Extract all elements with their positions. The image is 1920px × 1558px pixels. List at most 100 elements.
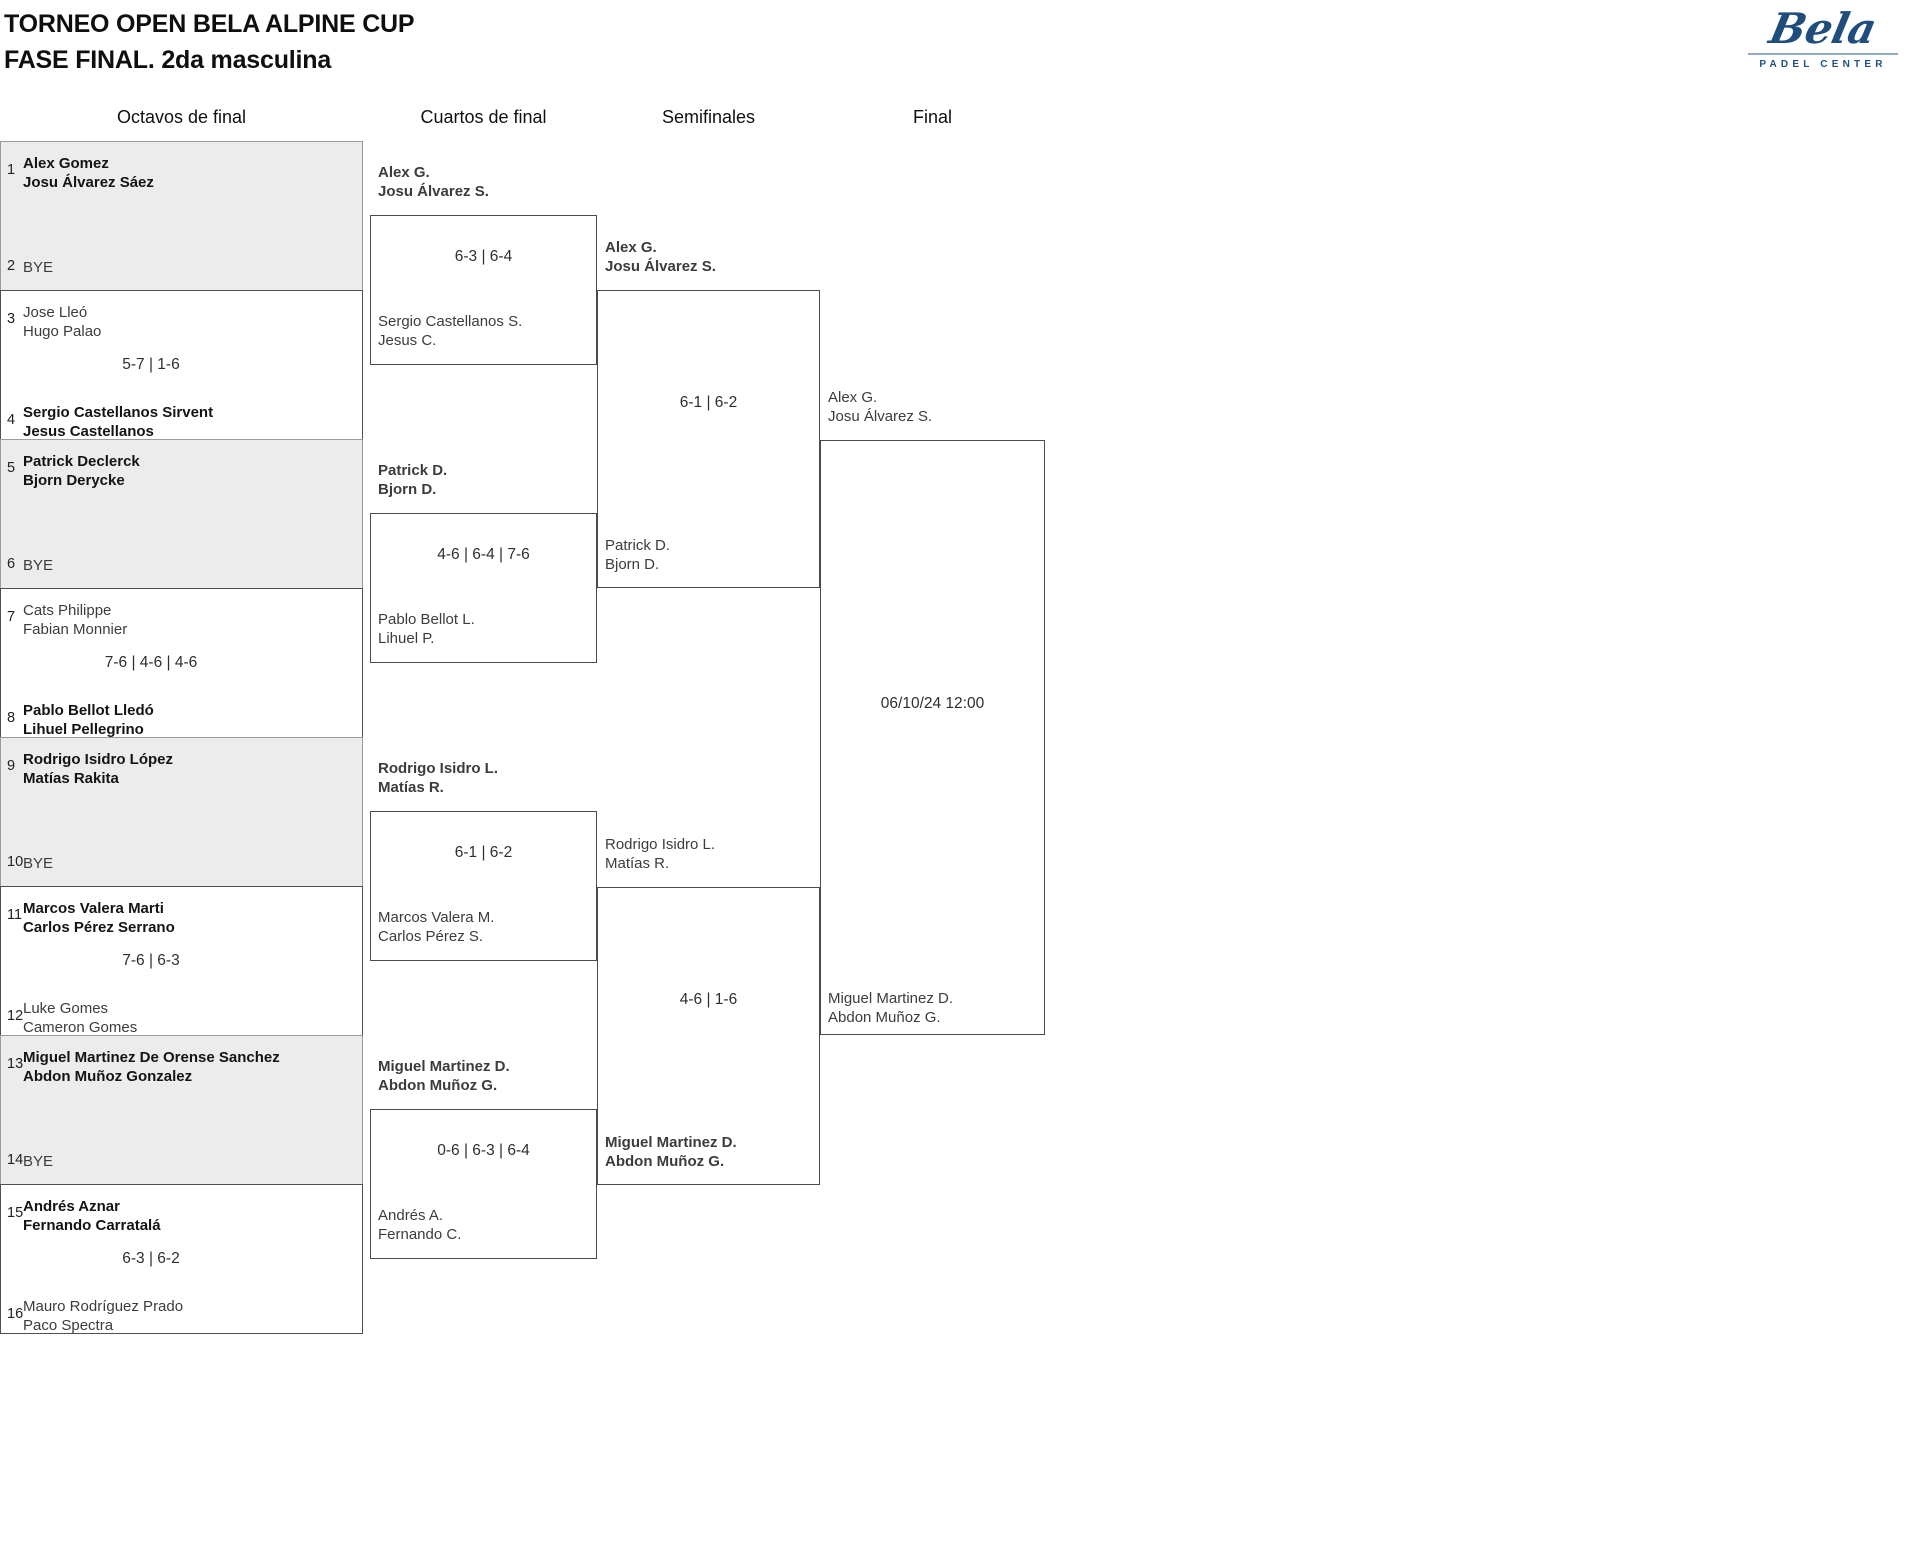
player-name: Bjorn D. [605, 556, 660, 573]
player-name: Abdon Muñoz Gonzalez [23, 1068, 193, 1085]
match-octavos-5: 9 Rodrigo Isidro López Matías Rakita 10 … [0, 737, 363, 887]
player-name: Bjorn D. [378, 481, 437, 498]
player-name: Jesus C. [378, 332, 437, 349]
round-header-cuartos: Cuartos de final [420, 107, 547, 127]
player-name: Fabian Monnier [23, 621, 128, 638]
seed-number: 16 [7, 1306, 24, 1322]
player-name: Alex G. [605, 239, 657, 256]
participant-pair: Alex G. Josu Álvarez S. [605, 238, 716, 276]
match-octavos-4: 7 Cats Philippe Fabian Monnier 7-6 | 4-6… [0, 588, 363, 738]
match-score: 7-6 | 4-6 | 4-6 [104, 654, 198, 671]
player-name: Lihuel P. [378, 630, 435, 647]
match-semifinal-1: Alex G. Josu Álvarez S. 6-1 | 6-2 Patric… [597, 239, 820, 588]
seed-number: 10 [7, 854, 24, 870]
match-final: Alex G. Josu Álvarez S. 06/10/24 12:00 M… [820, 389, 1045, 1035]
participant-pair: Pablo Bellot L. Lihuel P. [378, 610, 475, 648]
participant-pair: Miguel Martinez D. Abdon Muñoz G. [378, 1057, 510, 1095]
participant-pair: Jose Lleó Hugo Palao [23, 303, 101, 341]
match-score: 4-6 | 1-6 [679, 991, 738, 1008]
player-name: Mauro Rodríguez Prado [23, 1298, 184, 1315]
match-cuartos-4: Miguel Martinez D. Abdon Muñoz G. 0-6 | … [370, 1058, 597, 1259]
player-name: Luke Gomes [23, 1000, 109, 1017]
seed-number: 1 [7, 162, 16, 178]
participant-pair: Cats Philippe Fabian Monnier [23, 601, 127, 639]
seed-number: 3 [7, 311, 16, 327]
seed-number: 13 [7, 1056, 24, 1072]
participant-pair: Patrick D. Bjorn D. [378, 461, 447, 499]
match-score: 0-6 | 6-3 | 6-4 [437, 1142, 530, 1159]
participant-pair: Marcos Valera Marti Carlos Pérez Serrano [23, 899, 175, 937]
match-cuartos-3: Rodrigo Isidro L. Matías R. 6-1 | 6-2 Ma… [370, 760, 597, 961]
player-name: Pablo Bellot Lledó [23, 702, 154, 719]
player-name: Miguel Martinez De Orense Sanchez [23, 1049, 280, 1066]
player-name: Fernando C. [378, 1226, 462, 1243]
player-name: Josu Álvarez S. [605, 258, 716, 275]
seed-number: 4 [7, 412, 16, 428]
match-octavos-1: 1 Alex Gomez Josu Álvarez Sáez 2 BYE [0, 141, 363, 291]
player-name: Josu Álvarez S. [378, 183, 489, 200]
match-cuartos-1: Alex G. Josu Álvarez S. 6-3 | 6-4 Sergio… [370, 164, 597, 365]
player-name: Alex Gomez [23, 155, 109, 172]
seed-number: 8 [7, 710, 16, 726]
player-name: Rodrigo Isidro L. [605, 836, 716, 853]
match-octavos-7: 13 Miguel Martinez De Orense Sanchez Abd… [0, 1035, 363, 1185]
bye-label: BYE [23, 855, 54, 872]
player-name: Patrick D. [605, 537, 671, 554]
seed-number: 5 [7, 460, 16, 476]
player-name: Lihuel Pellegrino [23, 721, 144, 738]
bye-label: BYE [23, 259, 54, 276]
participant-pair: Alex G. Josu Álvarez S. [378, 163, 489, 201]
participant-pair: Alex G. Josu Álvarez S. [828, 388, 932, 426]
match-score: 4-6 | 6-4 | 7-6 [437, 546, 530, 563]
player-name: Abdon Muñoz G. [828, 1009, 941, 1026]
bela-logo-signature: Bela [1765, 4, 1882, 53]
player-name: Sergio Castellanos Sirvent [23, 404, 214, 421]
player-name: Abdon Muñoz G. [378, 1077, 498, 1094]
round-header-semifinales: Semifinales [661, 107, 756, 127]
participant-pair: Alex Gomez Josu Álvarez Sáez [23, 154, 154, 192]
seed-number: 14 [7, 1152, 24, 1168]
seed-number: 9 [7, 758, 16, 774]
player-name: Josu Álvarez Sáez [23, 174, 154, 191]
participant-pair: Andrés A. Fernando C. [378, 1206, 461, 1244]
seed-number: 2 [7, 258, 16, 274]
player-name: Rodrigo Isidro López [23, 751, 173, 768]
logo-tagline: PADEL CENTER [1759, 59, 1887, 70]
round-header-final: Final [912, 107, 952, 127]
player-name: Rodrigo Isidro L. [378, 760, 498, 777]
participant-pair: Mauro Rodríguez Prado Paco Spectra [23, 1297, 183, 1335]
player-name: Josu Álvarez S. [828, 408, 933, 425]
participant-pair: Patrick D. Bjorn D. [605, 536, 670, 574]
page-subtitle: FASE FINAL. 2da masculina [4, 46, 332, 74]
participant-pair: Rodrigo Isidro L. Matías R. [605, 835, 715, 873]
match-octavos-3: 5 Patrick Declerck Bjorn Derycke 6 BYE [0, 439, 363, 589]
player-name: Marcos Valera M. [378, 909, 495, 926]
player-name: Matías R. [378, 779, 444, 796]
participant-pair: Andrés Aznar Fernando Carratalá [23, 1197, 161, 1235]
participant-pair: Rodrigo Isidro López Matías Rakita [23, 750, 173, 788]
match-score: 6-3 | 6-2 [122, 1250, 180, 1267]
player-name: Sergio Castellanos S. [378, 313, 523, 330]
player-name: Jose Lleó [23, 304, 88, 321]
page-title: TORNEO OPEN BELA ALPINE CUP [4, 10, 415, 38]
participant-pair: Sergio Castellanos Sirvent Jesus Castell… [23, 403, 213, 441]
seed-number: 15 [7, 1205, 24, 1221]
logo-divider [1748, 53, 1898, 55]
player-name: Carlos Pérez Serrano [23, 919, 175, 936]
seed-number: 11 [7, 907, 23, 923]
participant-pair: Rodrigo Isidro L. Matías R. [378, 759, 498, 797]
match-score: 7-6 | 6-3 [122, 952, 180, 969]
player-name: Alex G. [828, 389, 878, 406]
participant-pair: Miguel Martinez De Orense Sanchez Abdon … [23, 1048, 280, 1086]
player-name: Cameron Gomes [23, 1019, 138, 1036]
player-name: Patrick Declerck [23, 453, 140, 470]
player-name: Cats Philippe [23, 602, 112, 619]
player-name: Carlos Pérez S. [378, 928, 484, 945]
seed-number: 12 [7, 1008, 24, 1024]
match-octavos-2: 3 Jose Lleó Hugo Palao 5-7 | 1-6 4 Sergi… [0, 290, 363, 440]
match-cuartos-2: Patrick D. Bjorn D. 4-6 | 6-4 | 7-6 Pabl… [370, 462, 597, 663]
player-name: Bjorn Derycke [23, 472, 125, 489]
player-name: Miguel Martinez D. [605, 1134, 737, 1151]
participant-pair: Pablo Bellot Lledó Lihuel Pellegrino [23, 701, 154, 739]
